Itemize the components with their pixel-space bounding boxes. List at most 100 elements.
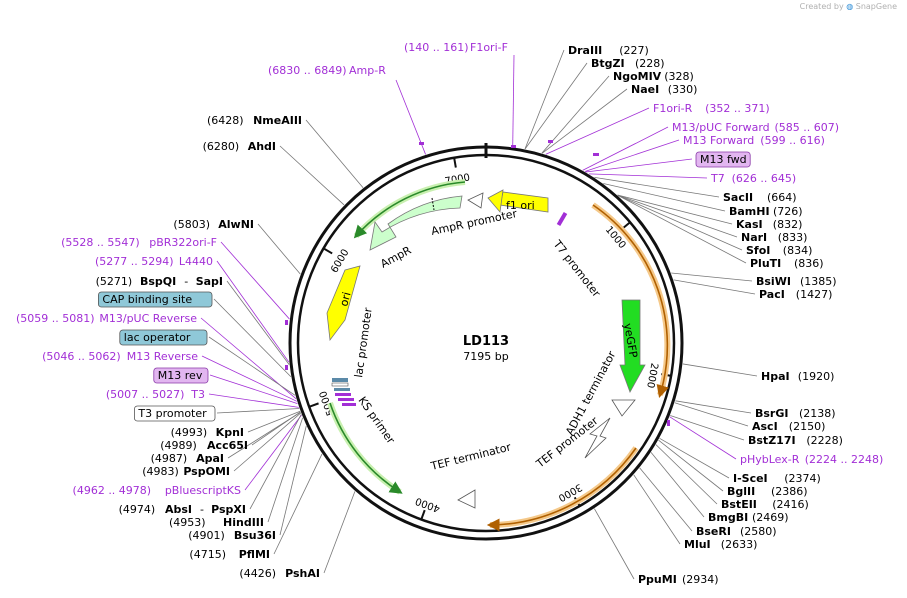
feature-label-tef-terminator: TEF terminator [429,440,513,473]
label-l4440: L4440 [179,255,213,268]
label-bspqi: BspQI [140,275,176,288]
pos-bsrgi: (2138) [799,407,836,420]
label-bspqi-2: SapI [196,275,223,288]
right-annotation-labels: DraIII(227)BtgZI(228)NgoMIV(328)NaeI(330… [568,44,883,586]
mini-feature-4 [335,393,351,396]
tick-label-4000: 4000 [414,495,442,514]
mini-feature-2 [331,382,349,387]
pos-nmeaiii: (6428) [207,114,244,127]
leader-left-18 [233,412,302,472]
pos-m13-puc-reverse: (5059 .. 5081) [16,312,95,325]
leader-left-14 [216,408,300,414]
pos-l4440: (5277 .. 5294) [95,255,174,268]
pos-f1ori-f: (140 .. 161) [404,41,469,54]
label-m13-puc-reverse: M13/pUC Reverse [99,312,197,325]
label-amp-r: Amp-R [349,64,386,77]
leader-right-8 [588,173,708,179]
primer-mark-l4440 [285,365,288,370]
leader-right-10 [603,183,726,212]
label-btgzi: BtgZI [591,57,625,70]
pos-bmgbi: (2469) [752,511,789,524]
pos-amp-r: (6830 .. 6849) [268,64,347,77]
leader-left-22 [279,425,307,536]
leader-right-15 [671,272,753,282]
leader-right-23 [658,439,724,492]
feature-label-yegfp: yeGFP [621,322,640,359]
label-alwni: AlwNI [218,218,254,231]
label-m13-fwd: M13 fwd [700,153,747,166]
leader-right-21 [669,416,737,460]
label-absi: AbsI [165,503,192,516]
leader-right-24 [655,444,718,505]
leader-right-4 [545,107,650,155]
pos-ppumi: (2934) [682,573,719,586]
t7-primer-mark [556,211,568,227]
pos-hindiii: (4953) [169,516,206,529]
leader-right-25 [650,452,705,518]
arc-orange-upper [592,204,669,399]
pos-phyblex-r: (2224 .. 2248) [805,453,884,466]
label-bsrgi: BsrGI [755,407,788,420]
label-draiii: DraIII [568,44,602,57]
label-m13-forward: M13 Forward [683,134,754,147]
leader-right-13 [617,194,743,251]
feature-ori [326,265,361,342]
primer-mark-amp-r [419,142,424,145]
pos-bsu36i: (4901) [188,529,225,542]
label-lac-operator-box [119,329,208,346]
leader-left-21 [267,417,304,523]
pos-kpni: (4993) [171,426,208,439]
pos-t3: (5007 .. 5027) [106,388,185,401]
label-bamhi: BamHI [729,205,770,218]
leader-right-19 [674,402,749,427]
pos-absi: (4974) [119,503,156,516]
left-annotation-labels: (140 .. 161)F1ori-F(6830 .. 6849)Amp-RNm… [16,41,508,580]
pos-m13-reverse: (5046 .. 5062) [42,350,121,363]
pos-naei: (330) [668,83,698,96]
leader-right-20 [670,415,745,441]
leader-right-5 [582,126,669,171]
mini-feature-1 [332,378,348,382]
leader-left-15 [247,410,301,433]
separator-bspqi: - [184,275,188,288]
label-nmeaiii: NmeAIII [253,114,302,127]
label-hpai: HpaI [761,370,790,383]
pos-bsteii: (2416) [772,498,809,511]
leader-right-14 [617,195,747,264]
pos-ahdi: (6280) [203,140,240,153]
label-bmgbi: BmgBI [708,511,748,524]
leader-left-2 [305,119,364,189]
label-bsu36i: Bsu36I [234,529,276,542]
label-apai: ApaI [196,452,224,465]
leader-right-27 [633,474,681,545]
primer-mark-f1ori-r [548,140,553,143]
label-bseri: BseRI [696,525,731,538]
separator-absi: - [200,503,204,516]
label-cap-binding-site: CAP binding site [102,293,192,306]
feature-label-f1-ori: f1 ori [506,199,535,212]
pos-mlui: (2633) [721,538,758,551]
label-i-scei: I-SceI [733,472,768,485]
label-nari: NarI [741,231,767,244]
leader-right-16 [673,279,756,295]
label-bstz17i: BstZ17I [748,434,796,447]
label-t3: T3 [190,388,205,401]
label-bsteii: BstEII [721,498,757,511]
pos-btgzi: (228) [635,57,665,70]
pos-pbluescriptks: (4962 .. 4978) [73,484,152,497]
plasmid-size: 7195 bp [463,350,508,363]
mini-feature-5 [338,398,354,401]
label-absi-2: PspXI [211,503,246,516]
plasmid-name: LD113 [463,334,509,349]
label-ppumi: PpuMI [638,573,677,586]
feature-label-ks-primer: KS primer [356,394,398,446]
pos-bstz17i: (2228) [806,434,843,447]
feature-ampr [369,195,463,251]
label-pluti: PluTI [750,257,781,270]
feature-label-ampr-promoter: AmpR promoter [430,207,519,238]
label-acc65i: Acc65I [207,439,248,452]
pos-ngomiv: (328) [664,70,694,83]
label-cap-binding-site-box [98,291,213,308]
pos-pspomi: (4983) [142,465,179,478]
leader-left-23 [273,453,323,555]
